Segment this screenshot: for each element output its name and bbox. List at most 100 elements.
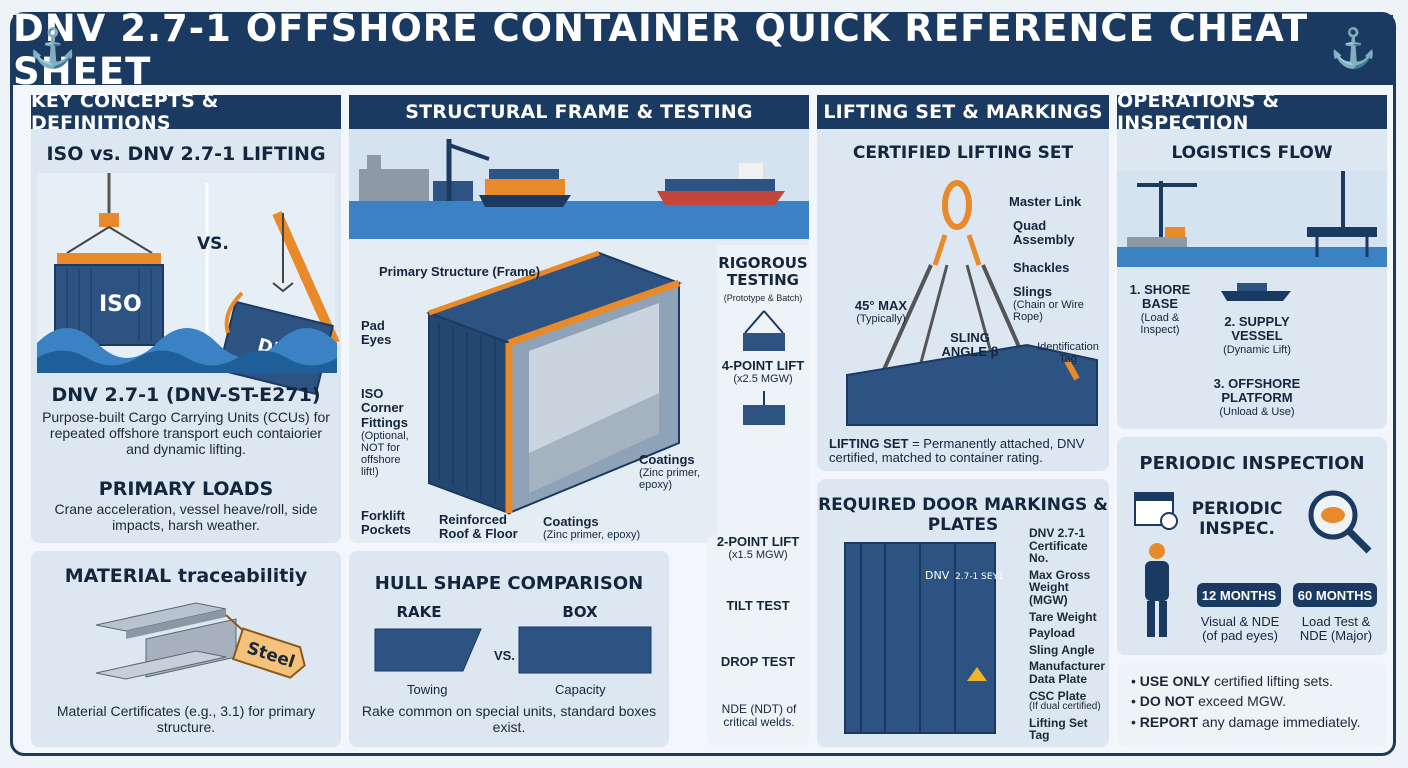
marking-payload: Payload: [1029, 626, 1076, 641]
box-label: BOX: [562, 603, 598, 621]
forklift-label: Forklift Pockets: [361, 508, 411, 538]
lifting-set-illustration: [846, 180, 1098, 426]
period-12-months: 12 MONTHS: [1197, 583, 1281, 607]
marking-mgw: Max Gross Weight (MGW): [1029, 567, 1091, 607]
step-shore: 1. SHORE BASE(Load & Inspect): [1129, 282, 1191, 336]
marking-csc-note: (If dual certified): [1029, 701, 1101, 713]
marking-manufacturer: Manufacturer Data Plate: [1029, 659, 1106, 686]
material-text: Material Certificates (e.g., 3.1) for pr…: [56, 703, 316, 736]
door-dnv: DNV: [925, 569, 950, 582]
testing-title: RIGOROUS TESTING: [718, 254, 808, 289]
standard-title: DNV 2.7-1 (DNV-ST-E271): [51, 384, 321, 406]
vs-label: VS.: [197, 234, 229, 254]
logistics-scene-illustration: [1117, 171, 1387, 267]
rule-item: • USE ONLY certified lifting sets.: [1131, 673, 1334, 689]
rules-list: • USE ONLY certified lifting sets. • DO …: [1131, 671, 1381, 732]
hull-shape-panel: HULL SHAPE COMPARISON RAKE BOX VS. Towin…: [349, 551, 669, 747]
iso-vs-dnv-illustration: ISO VS. DNV: [37, 173, 340, 396]
test-four-point: 4-POINT LIFT(x2.5 MGW): [721, 358, 805, 386]
port-scene-illustration: [349, 129, 809, 239]
step-platform: 3. OFFSHORE PLATFORM(Unload & Use): [1213, 376, 1301, 418]
shackles-label: Shackles: [1013, 260, 1070, 275]
anchor-icon: ⚓: [29, 28, 77, 70]
rake-label: RAKE: [396, 603, 442, 621]
iso-label: ISO: [99, 292, 142, 317]
certified-set-title: CERTIFIED LIFTING SET: [852, 143, 1074, 163]
periodic-inspection-panel: PERIODIC INSPECTION PERIODIC INSPEC. 12 …: [1117, 437, 1387, 655]
lifting-set-heading: LIFTING SET & MARKINGS: [817, 95, 1109, 129]
iso-corner-note: (Optional, NOT for offshore lift!): [361, 429, 409, 479]
iso-corner-label: ISO Corner Fittings (Optional, NOT for o…: [361, 386, 419, 479]
master-link-label: Master Link: [1009, 194, 1082, 209]
operations-panel: OPERATIONS & INSPECTION LOGISTICS FLOW 1…: [1117, 90, 1387, 429]
four-point-lift-icon: [743, 310, 785, 351]
step-vessel: 2. SUPPLY VESSEL(Dynamic Lift): [1223, 314, 1291, 356]
container-door-illustration: DNV 2.7-1 SEY1: [844, 542, 1004, 734]
coatings-note: (Zinc primer, epoxy): [543, 529, 641, 542]
testing-lower-panel: 2-POINT LIFT(x1.5 MGW) TILT TEST DROP TE…: [707, 534, 809, 747]
period-12-note: Visual & NDE (of pad eyes): [1200, 614, 1280, 644]
cheat-sheet-frame: ⚓ DNV 2.7-1 OFFSHORE CONTAINER QUICK REF…: [10, 7, 1396, 756]
primary-loads-title: PRIMARY LOADS: [98, 478, 274, 500]
quad-label: Quad Assembly: [1013, 218, 1075, 248]
sling-angle-label: SLING ANGLE β: [941, 330, 999, 360]
lifting-set-panel: LIFTING SET & MARKINGS CERTIFIED LIFTING…: [817, 95, 1109, 471]
primary-loads-text: Crane acceleration, vessel heave/roll, s…: [54, 501, 318, 534]
hull-vs: VS.: [494, 648, 515, 663]
coatings-label: Coatings (Zinc primer, epoxy): [543, 514, 673, 542]
coatings-side-label: Coatings (Zinc primer, epoxy): [639, 452, 719, 492]
container-frame-illustration: [426, 250, 682, 515]
coatings-side-note: (Zinc primer, epoxy): [639, 467, 701, 492]
two-point-lift-icon: [743, 391, 785, 425]
marking-sling-angle: Sling Angle: [1029, 642, 1095, 657]
inspection-sub: PERIODIC INSPEC.: [1191, 499, 1283, 540]
lifting-set-definition: LIFTING SET = Permanently attached, DNV …: [829, 436, 1085, 466]
marking-certificate: DNV 2.7-1 Certificate No.: [1029, 526, 1088, 566]
structural-frame-panel: STRUCTURAL FRAME & TESTING: [349, 95, 809, 543]
pad-eyes-label: Pad Eyes: [361, 318, 392, 348]
door-markings-title: REQUIRED DOOR MARKINGS & PLATES: [818, 495, 1108, 536]
test-nde: NDE (NDT) of critical welds.: [721, 702, 797, 730]
structural-frame-heading: STRUCTURAL FRAME & TESTING: [349, 95, 809, 129]
rule-item: • DO NOT exceed MGW.: [1131, 693, 1287, 710]
title-banner: ⚓ DNV 2.7-1 OFFSHORE CONTAINER QUICK REF…: [13, 7, 1393, 93]
marking-lifting-tag: Lifting Set Tag: [1029, 715, 1088, 743]
rules-panel: • USE ONLY certified lifting sets. • DO …: [1117, 663, 1387, 747]
hull-title: HULL SHAPE COMPARISON: [374, 573, 644, 594]
calendar-icon: [1134, 492, 1178, 530]
key-concepts-panel: KEY CONCEPTS & DEFINITIONS ISO vs. DNV 2…: [31, 90, 341, 543]
door-markings-panel: REQUIRED DOOR MARKINGS & PLATES DNV 2.7-…: [817, 479, 1109, 747]
iso-vs-dnv-title: ISO vs. DNV 2.7-1 LIFTING: [46, 143, 326, 165]
period-60-note: Load Test & NDE (Major): [1299, 614, 1373, 644]
testing-sub: (Prototype & Batch): [723, 293, 803, 303]
magnifier-icon: [1308, 490, 1372, 554]
page-title: DNV 2.7-1 OFFSHORE CONTAINER QUICK REFER…: [13, 7, 1309, 93]
reinforced-label: Reinforced Roof & Floor: [439, 512, 518, 542]
material-title: MATERIAL traceabilitiy: [64, 565, 308, 587]
anchor-icon: ⚓: [1329, 28, 1377, 70]
angle-max-label: 45° MAX(Typically): [854, 298, 908, 326]
rule-item: • REPORT any damage immediately.: [1131, 713, 1361, 730]
marking-csc: CSC Plate: [1029, 688, 1087, 703]
steel-beam-illustration: Steel: [95, 602, 306, 680]
inspection-title: PERIODIC INSPECTION: [1139, 453, 1365, 474]
test-drop: DROP TEST: [720, 654, 796, 669]
material-panel: MATERIAL traceabilitiy Steel Material Ce…: [31, 551, 341, 747]
hull-shapes-illustration: [374, 626, 652, 674]
capacity-label: Capacity: [555, 682, 606, 697]
door-code: 2.7-1 SEY1: [955, 572, 1004, 582]
slings-label: Slings(Chain or Wire Rope): [1013, 284, 1084, 324]
period-60-months: 60 MONTHS: [1293, 583, 1377, 607]
inspector-icon: [1145, 543, 1169, 637]
towing-label: Towing: [407, 682, 448, 697]
test-tilt: TILT TEST: [726, 598, 790, 613]
supply-vessel-icon: [1221, 283, 1291, 301]
hull-text: Rake common on special units, standard b…: [361, 703, 657, 736]
test-two-point: 2-POINT LIFT(x1.5 MGW): [716, 534, 800, 562]
testing-column: RIGOROUS TESTING (Prototype & Batch) 4-P…: [717, 245, 809, 543]
key-concepts-heading: KEY CONCEPTS & DEFINITIONS: [31, 90, 341, 134]
operations-heading: OPERATIONS & INSPECTION: [1117, 90, 1387, 134]
marking-tare: Tare Weight: [1029, 609, 1097, 624]
primary-structure-label: Primary Structure (Frame): [379, 264, 541, 279]
marking-list: DNV 2.7-1 Certificate No. Max Gross Weig…: [1029, 527, 1109, 742]
